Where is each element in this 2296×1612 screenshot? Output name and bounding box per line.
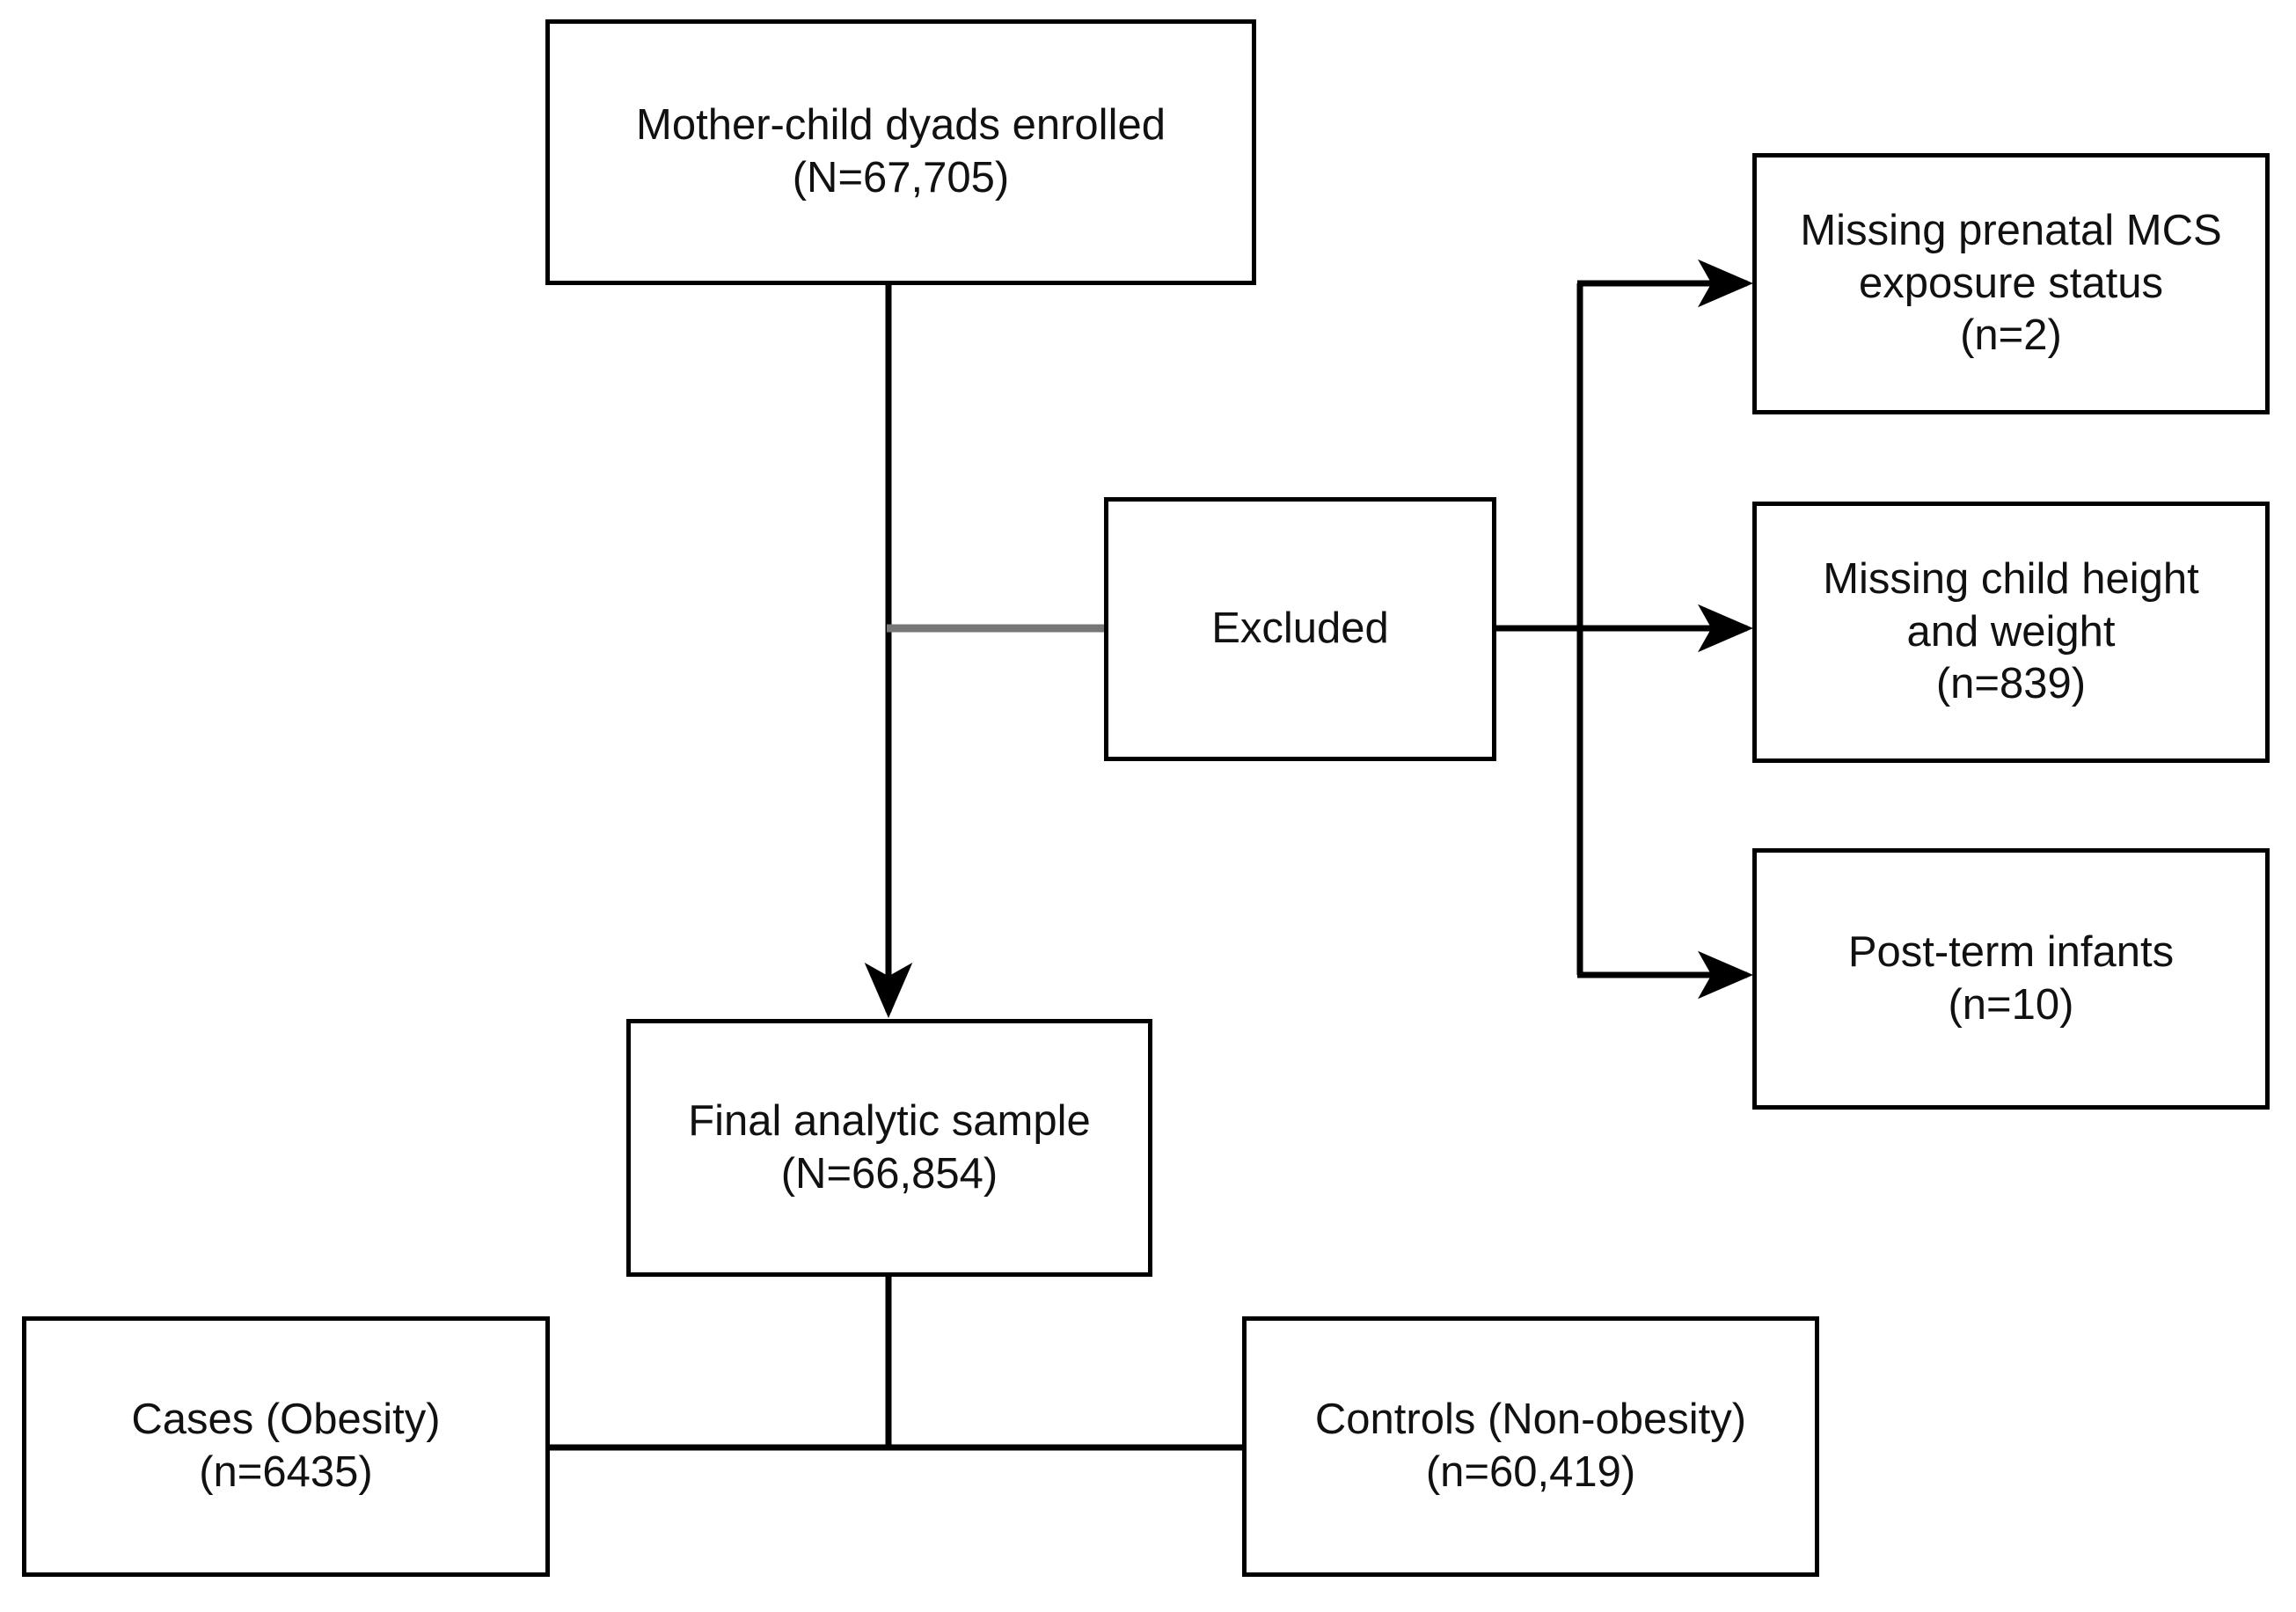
node-missing-prenatal-mcs-exposure-status[interactable]: Missing prenatal MCS exposure status (n=… [1752, 153, 2270, 414]
node-line-secondary: and weight [1906, 607, 2116, 656]
node-line-primary: Missing prenatal MCS [1800, 206, 2222, 254]
node-line-primary: Excluded [1211, 604, 1389, 653]
node-missing-child-height-and-weight[interactable]: Missing child height and weight (n=839) [1752, 502, 2270, 763]
node-line-count: (n=60,419) [1425, 1448, 1636, 1496]
node-line-primary: Mother-child dyads enrolled [636, 101, 1166, 150]
node-controls-non-obesity[interactable]: Controls (Non-obesity) (n=60,419) [1242, 1316, 1819, 1577]
node-line-primary: Cases (Obesity) [131, 1396, 441, 1444]
node-line-count: (n=839) [1935, 660, 2087, 708]
node-line-primary: Controls (Non-obesity) [1314, 1396, 1747, 1444]
node-line-count: (N=66,854) [780, 1149, 998, 1198]
node-excluded[interactable]: Excluded [1104, 497, 1496, 761]
node-line-count: (N=67,705) [792, 154, 1010, 202]
node-cases-obesity[interactable]: Cases (Obesity) (n=6435) [22, 1316, 550, 1577]
node-line-primary: Post-term infants [1847, 927, 2175, 976]
node-mother-child-dyads-enrolled[interactable]: Mother-child dyads enrolled (N=67,705) [545, 19, 1256, 285]
node-line-secondary: exposure status [1859, 259, 2163, 307]
node-line-primary: Missing child height [1823, 554, 2199, 603]
node-line-primary: Final analytic sample [688, 1096, 1091, 1145]
node-line-count: (n=10) [1948, 980, 2074, 1029]
node-final-analytic-sample[interactable]: Final analytic sample (N=66,854) [626, 1019, 1152, 1277]
node-line-count: (n=2) [1960, 311, 2062, 360]
node-line-count: (n=6435) [199, 1448, 373, 1496]
node-post-term-infants[interactable]: Post-term infants (n=10) [1752, 848, 2270, 1110]
